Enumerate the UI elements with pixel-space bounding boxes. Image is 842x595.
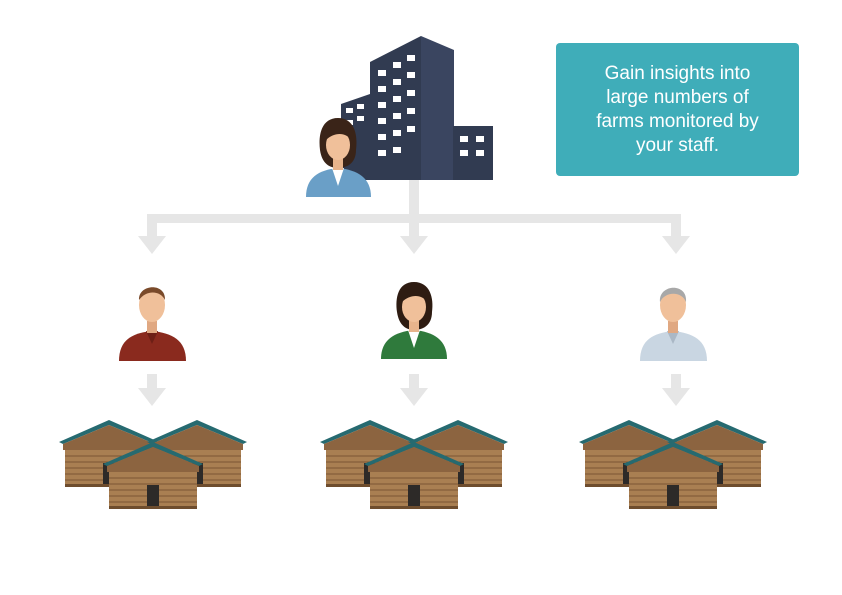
arrow-down	[138, 222, 166, 254]
barn-cluster-icon	[320, 420, 508, 509]
arrow-down	[662, 222, 690, 254]
staff-man-red-shirt-icon	[119, 287, 186, 361]
callout-line: your staff.	[635, 134, 720, 156]
callout-line: Gain insights into	[604, 62, 751, 84]
arrow-down	[662, 374, 690, 406]
staff-woman-green-jacket-icon	[381, 282, 447, 359]
barn-cluster-icon	[579, 420, 767, 509]
staff-elderly-man-icon	[640, 287, 707, 361]
manager-woman-icon	[306, 118, 371, 197]
office-building-icon	[341, 36, 493, 180]
callout-line: large numbers of	[606, 86, 749, 108]
barn-cluster-icon	[59, 420, 247, 509]
connector-lines	[138, 180, 690, 406]
callout-text: Gain insights into large numbers of farm…	[596, 62, 759, 158]
insight-callout: Gain insights into large numbers of farm…	[556, 43, 799, 176]
arrow-down	[138, 374, 166, 406]
callout-line: farms monitored by	[596, 110, 759, 132]
arrow-down	[400, 374, 428, 406]
arrow-down	[400, 222, 428, 254]
